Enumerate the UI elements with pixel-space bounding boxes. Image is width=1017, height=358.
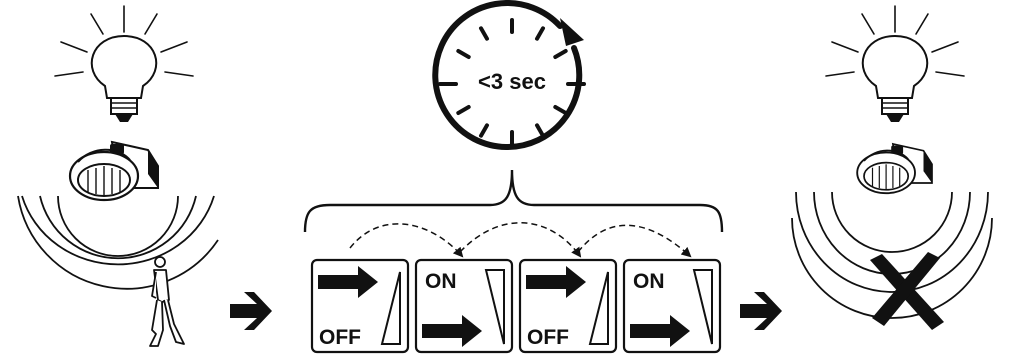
clock-tick [479,123,489,138]
switch-sequence: OFF ON OFF ON [310,258,722,354]
rocker-on-icon [692,269,713,345]
push-arrow-icon [526,266,586,298]
switch-panel-on: ON [622,258,722,354]
walking-person-icon [149,256,185,347]
motion-sensor-icon [68,140,159,202]
switch-panel-off: OFF [310,258,410,354]
switch-label: ON [633,270,665,293]
timer-label: <3 sec [478,69,546,94]
clock-tick [553,49,568,59]
switch-panel-on: ON [414,258,514,354]
push-arrow-icon [422,315,482,347]
timer-arrowhead-icon [560,18,584,46]
left-scene [17,5,272,347]
right-arrow-icon [230,292,272,330]
switch-panel-off: OFF [518,258,618,354]
switch-label: OFF [319,326,361,349]
push-arrow-icon [630,315,690,347]
clock-tick [479,26,489,41]
group-brace [303,169,724,233]
right-scene [791,5,993,330]
motion-sensor-icon [856,142,933,195]
switch-label: ON [425,270,457,293]
clock-tick [535,26,545,41]
clock-tick [553,105,568,115]
detection-range-waves [17,195,219,290]
right-arrow-icon [740,292,782,330]
cross-mark-icon [870,252,944,330]
lightbulb-on-icon [54,5,194,122]
timer-clock: <3 sec [432,0,586,151]
clock-tick [456,49,471,59]
transition-arrows [349,222,692,258]
lightbulb-on-icon [825,5,965,122]
rocker-off-icon [588,271,609,345]
rocker-on-icon [484,269,505,345]
clock-tick [456,105,471,115]
rocker-off-icon [380,271,401,345]
switch-label: OFF [527,326,569,349]
clock-tick [535,123,545,138]
push-arrow-icon [318,266,378,298]
